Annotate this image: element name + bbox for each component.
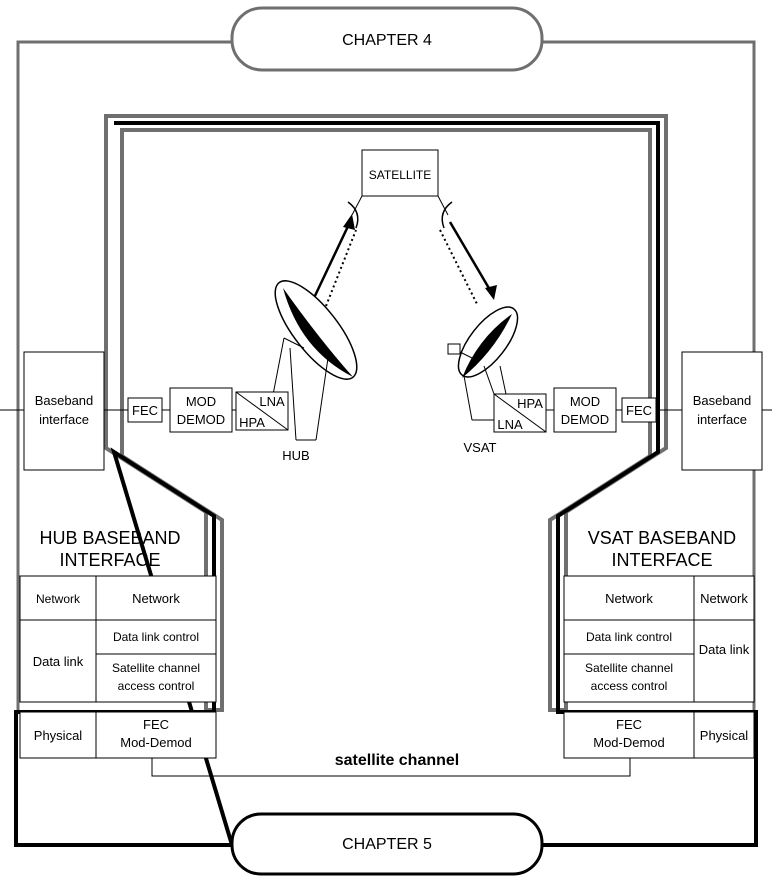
hub-baseband-label-2: interface xyxy=(39,412,89,427)
hub-fec-box xyxy=(127,397,163,423)
vsat-baseband-label-2: interface xyxy=(697,412,747,427)
hub-protocol-table xyxy=(19,575,217,703)
hub-title-line-2: INTERFACE xyxy=(59,550,160,570)
satellite-right-feed xyxy=(437,195,449,216)
downlink-arrowhead xyxy=(485,285,497,300)
uplink-arrowhead xyxy=(343,214,355,230)
vsat-rf-divider xyxy=(493,393,547,433)
hub-demod-label: DEMOD xyxy=(177,412,225,427)
hub-rf-divider xyxy=(235,391,289,431)
satellite-label: SATELLITE xyxy=(369,168,431,182)
vsat-dish-icon xyxy=(447,306,519,421)
hub-sat-access-1: Satellite channel xyxy=(112,661,200,675)
hub-network-right: Network xyxy=(132,591,180,606)
hub-dish-icon xyxy=(271,280,358,441)
satellite-right-antenna xyxy=(441,201,453,229)
vsat-sat-access-2: access control xyxy=(591,679,668,693)
chapter5-title: CHAPTER 5 xyxy=(342,836,432,853)
hub-sat-access-2: access control xyxy=(118,679,195,693)
hub-fec-label: FEC xyxy=(132,403,158,418)
hub-data-link-control: Data link control xyxy=(113,630,199,644)
vsat-data-link-control: Data link control xyxy=(586,630,672,644)
hub-station-label: HUB xyxy=(282,448,309,463)
vsat-network-left: Network xyxy=(605,591,653,606)
uplink-arrow xyxy=(311,221,352,301)
hub-baseband-box xyxy=(23,351,105,471)
vsat-physical-row xyxy=(563,711,755,759)
hub-mod-label: MOD xyxy=(186,394,216,409)
chapter4-title: CHAPTER 4 xyxy=(342,32,432,49)
downlink-beam xyxy=(439,229,479,307)
vsat-baseband-box xyxy=(681,351,763,471)
downlink-arrow xyxy=(448,221,492,291)
chapter4-frame-right xyxy=(542,40,756,712)
vsat-baseband-label-1: Baseband xyxy=(693,393,752,408)
vsat-demod-label: DEMOD xyxy=(561,412,609,427)
hub-title-line-1: HUB BASEBAND xyxy=(39,528,180,548)
chapter5-tab xyxy=(230,812,544,876)
vsat-sat-access-1: Satellite channel xyxy=(585,661,673,675)
satellite-left-feed xyxy=(351,195,363,216)
vsat-mod-label: MOD xyxy=(570,394,600,409)
vsat-lna-label: LNA xyxy=(497,417,523,432)
vsat-data-link: Data link xyxy=(699,642,750,657)
vsat-protocol-table xyxy=(563,575,755,703)
vsat-network-right: Network xyxy=(700,591,748,606)
chapter4-frame xyxy=(16,40,232,712)
satellite-left-antenna xyxy=(347,201,359,229)
satellite-channel-line xyxy=(151,758,631,777)
vsat-fec-label: FEC xyxy=(626,403,652,418)
hub-physical-label: Physical xyxy=(34,728,83,743)
hub-physical-row xyxy=(19,711,217,759)
vsat-hpa-label: HPA xyxy=(517,396,543,411)
uplink-beam xyxy=(325,229,357,307)
vsat-fec-mod-1: FEC xyxy=(616,717,642,732)
hub-moddemod-box xyxy=(169,387,233,433)
vsat-station-label: VSAT xyxy=(464,440,497,455)
satellite-channel-label: satellite channel xyxy=(335,752,460,769)
hub-lna-label: LNA xyxy=(259,394,285,409)
vsat-physical-label: Physical xyxy=(700,728,749,743)
hub-network-left: Network xyxy=(36,592,81,606)
hub-fec-mod-1: FEC xyxy=(143,717,169,732)
vsat-title-line-2: INTERFACE xyxy=(611,550,712,570)
chapter4-tab xyxy=(230,6,544,72)
hub-data-link: Data link xyxy=(33,654,84,669)
hub-baseband-label-1: Baseband xyxy=(35,393,94,408)
vsat-fec-mod-2: Mod-Demod xyxy=(593,735,665,750)
satellite-box xyxy=(361,149,439,197)
hub-hpa-label: HPA xyxy=(239,415,265,430)
hub-fec-mod-2: Mod-Demod xyxy=(120,735,192,750)
vsat-title-line-1: VSAT BASEBAND xyxy=(588,528,736,548)
